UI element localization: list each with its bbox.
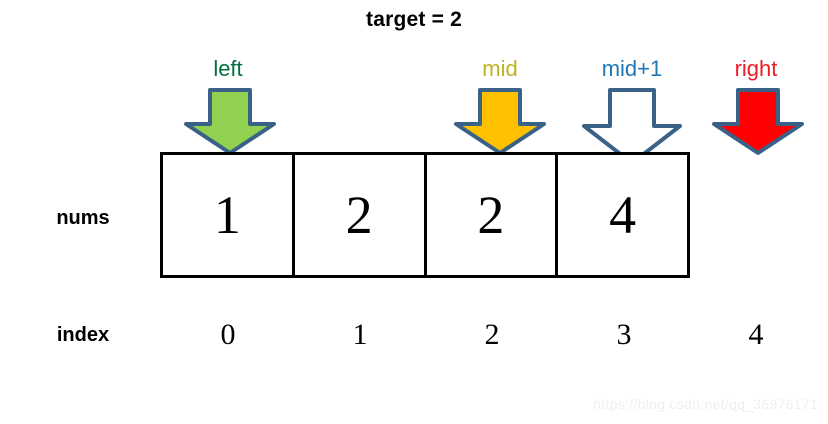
index-value-2: 2	[484, 318, 500, 351]
index-value-0: 0	[220, 318, 236, 351]
pointer-label-mid: mid	[482, 56, 518, 81]
array-cell-0: 1	[163, 155, 295, 275]
down-arrow-icon-right	[710, 88, 806, 156]
index-value-4: 4	[748, 318, 764, 351]
row-label-index: index	[56, 324, 110, 346]
page-title: target = 2	[366, 8, 462, 31]
index-value-3: 3	[616, 318, 632, 351]
row-label-nums: nums	[56, 207, 110, 229]
array-cell-3: 4	[609, 185, 637, 245]
down-arrow-icon-left	[182, 88, 278, 156]
array-container: 1 2 2 4	[160, 152, 690, 278]
array-cell-1: 2	[295, 155, 427, 275]
array-cell-2: 2	[427, 155, 559, 275]
watermark: https://blog.csdn.net/qq_36976171	[593, 396, 818, 412]
pointer-label-left: left	[213, 56, 243, 81]
down-arrow-icon-mid-plus-1	[580, 88, 684, 166]
pointer-label-right: right	[734, 56, 778, 81]
index-value-1: 1	[352, 318, 368, 351]
down-arrow-icon-mid	[452, 88, 548, 156]
pointer-label-mid-plus-1: mid+1	[601, 56, 663, 81]
